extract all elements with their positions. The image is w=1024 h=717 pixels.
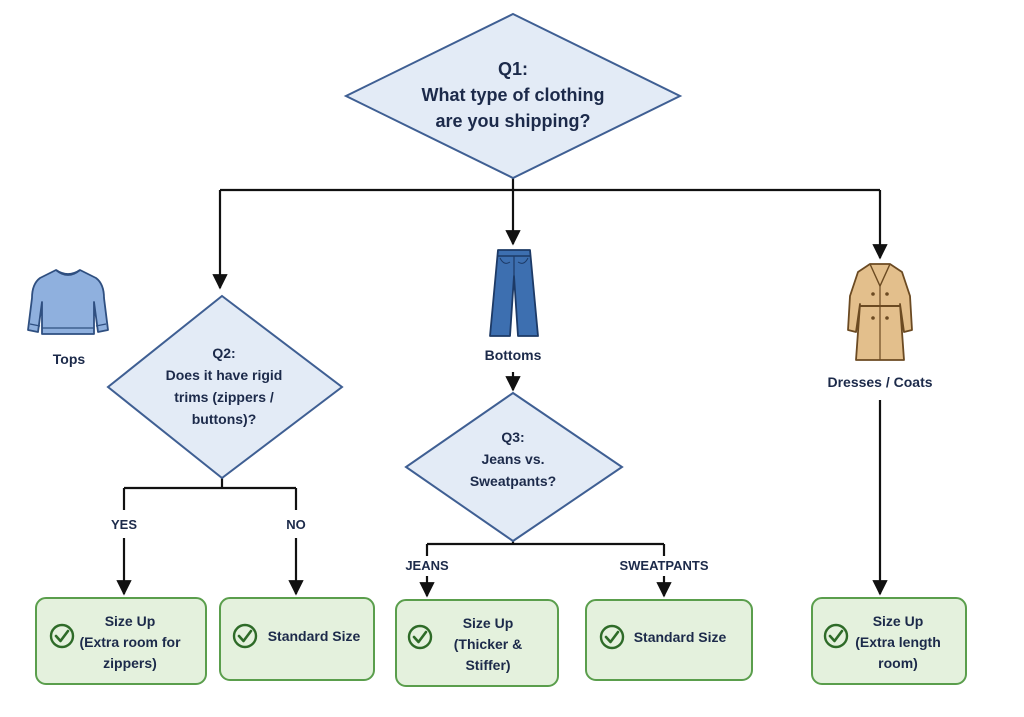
category-tops: Tops xyxy=(27,269,109,367)
result-dresses: Size Up (Extra length room) xyxy=(811,597,967,685)
result-line-3: zippers) xyxy=(103,655,157,671)
sweater-icon xyxy=(27,269,109,335)
result-line-3: room) xyxy=(878,655,918,671)
no-label: NO xyxy=(286,517,306,532)
q3-diamond xyxy=(404,391,624,543)
result-box xyxy=(811,597,967,685)
q1-line-1: What type of clothing xyxy=(422,85,605,105)
result-box xyxy=(395,599,559,687)
q1-decision: Q1: What type of clothing are you shippi… xyxy=(343,12,683,180)
q2-line-2: trims (zippers / xyxy=(174,389,274,405)
result-line-1: Standard Size xyxy=(268,628,361,644)
connectors xyxy=(116,178,888,598)
result-tops-yes: Size Up (Extra room for zippers) xyxy=(35,597,207,685)
q1-title: Q1: xyxy=(498,59,528,79)
result-line-1: Size Up xyxy=(105,613,156,629)
branch-labels: YES NO JEANS SWEATPANTS xyxy=(111,517,709,573)
q2-diamond xyxy=(106,294,344,480)
q3-title: Q3: xyxy=(501,429,524,445)
result-box xyxy=(219,597,375,681)
result-jeans: Size Up (Thicker & Stiffer) xyxy=(395,599,559,687)
q3-decision: Q3: Jeans vs. Sweatpants? xyxy=(404,391,624,543)
sweatpants-label: SWEATPANTS xyxy=(619,558,708,573)
jeans-label: JEANS xyxy=(405,558,449,573)
q2-line-3: buttons)? xyxy=(192,411,257,427)
result-sweatpants: Standard Size xyxy=(585,599,753,681)
result-line-2: (Extra length xyxy=(855,634,941,650)
q1-diamond xyxy=(343,12,683,180)
q3-line-1: Jeans vs. xyxy=(481,451,544,467)
result-line-1: Size Up xyxy=(873,613,924,629)
q3-line-2: Sweatpants? xyxy=(470,473,556,489)
check-circle-icon xyxy=(49,623,75,649)
trench-coat-icon xyxy=(847,263,913,361)
check-circle-icon xyxy=(823,623,849,649)
check-circle-icon xyxy=(599,624,625,650)
category-bottoms: Bottoms xyxy=(485,249,542,363)
tops-label: Tops xyxy=(53,351,86,367)
result-line-2: (Thicker & xyxy=(454,636,522,652)
jeans-icon xyxy=(489,249,539,337)
q2-title: Q2: xyxy=(212,345,235,361)
q1-line-2: are you shipping? xyxy=(435,111,590,131)
bottoms-label: Bottoms xyxy=(485,347,542,363)
q2-line-1: Does it have rigid xyxy=(166,367,283,383)
yes-label: YES xyxy=(111,517,137,532)
check-circle-icon xyxy=(407,624,433,650)
result-line-3: Stiffer) xyxy=(465,657,510,673)
category-dresses: Dresses / Coats xyxy=(827,263,933,390)
result-line-1: Standard Size xyxy=(634,629,727,645)
check-circle-icon xyxy=(232,623,258,649)
result-box xyxy=(585,599,753,681)
dresses-label: Dresses / Coats xyxy=(827,374,932,390)
result-tops-no: Standard Size xyxy=(219,597,375,681)
result-line-1: Size Up xyxy=(463,615,514,631)
result-box xyxy=(35,597,207,685)
result-line-2: (Extra room for xyxy=(79,634,181,650)
q2-decision: Q2: Does it have rigid trims (zippers / … xyxy=(106,294,344,480)
